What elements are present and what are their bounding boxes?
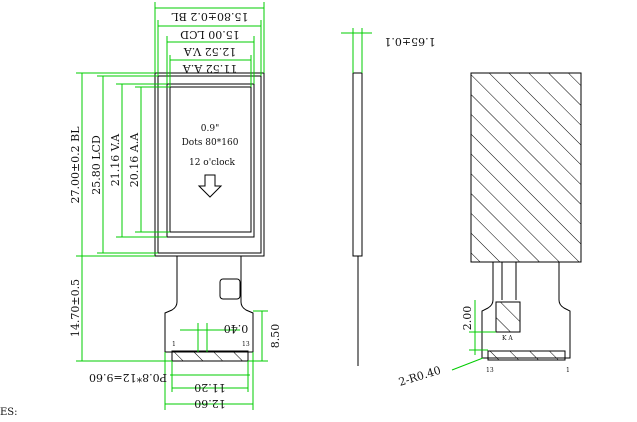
dimension-text: 15.80±0.2 BL 15.00 LCD 12.52 V.A 11.52 A…: [69, 10, 474, 410]
dim-left-lcd: 25.80 LCD: [90, 135, 103, 195]
down-arrow-icon: [197, 174, 223, 198]
dim-pin-width: 0.40: [224, 322, 249, 335]
dim-corner-radius: 2-R0.40: [397, 364, 442, 389]
pin-label-front-last: 13: [242, 341, 250, 348]
pin-label-back-last: 1: [566, 367, 570, 374]
back-body: [470, 72, 582, 263]
back-body-border: [470, 72, 582, 263]
dim-top-aa: 11.52 A.A: [182, 62, 237, 75]
dim-top-bl: 15.80±0.2 BL: [171, 10, 249, 23]
display-size: 0.9": [201, 124, 219, 134]
dim-thickness: 1.65±0.1: [384, 35, 435, 48]
dim-left-va: 21.16 V.A: [109, 133, 122, 187]
pin-label-front-first: 1: [172, 341, 176, 348]
back-view: [470, 72, 582, 361]
dim-bottom-outer: 12.60: [194, 397, 226, 410]
dim-fpc-tail: 8.50: [269, 324, 282, 349]
dim-stiffener: 2.00: [461, 306, 474, 331]
stiffener-pad: [495, 301, 521, 333]
pin-label-back-first: 13: [486, 367, 494, 374]
dim-bottom-inner: 11.20: [194, 381, 226, 394]
front-view: [154, 72, 265, 362]
side-body: [352, 72, 363, 257]
display-orientation: 12 o'clock: [189, 158, 236, 168]
side-view: [352, 72, 363, 366]
fpc-outline: [164, 256, 254, 353]
dimension-lines: [76, 2, 496, 410]
dim-pitch: P0.8*12=9.60: [89, 371, 167, 384]
back-contacts: [487, 350, 566, 361]
dim-top-va: 12.52 V.A: [183, 45, 237, 58]
dim-fpc-length: 14.70±0.5: [69, 279, 82, 337]
display-dots: Dots 80*160: [182, 138, 239, 148]
fpc-contacts: [171, 350, 249, 362]
fpc-hole: [219, 278, 241, 300]
corner-note: ES:: [0, 407, 18, 418]
lcd-outline: [157, 75, 262, 254]
backlight-outline: [154, 72, 265, 257]
viewing-area: [166, 83, 255, 238]
dim-left-bl: 27.00±0.2 BL: [69, 126, 82, 204]
pin-label-ka: K A: [502, 335, 513, 342]
dim-left-aa: 20.16 A.A: [128, 132, 141, 187]
back-fpc-outline: [481, 262, 571, 359]
active-area: [169, 86, 252, 233]
dim-top-lcd: 15.00 LCD: [180, 28, 240, 41]
